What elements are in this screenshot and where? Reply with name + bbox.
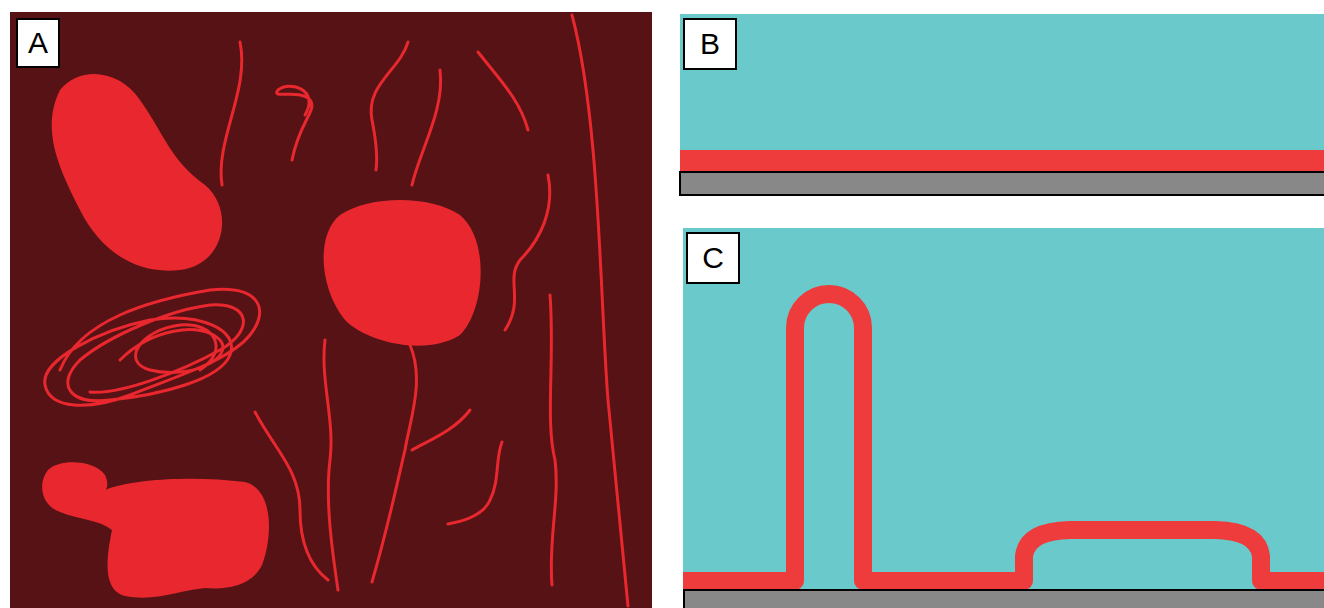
strand [277, 86, 312, 160]
panel-background [10, 12, 652, 608]
panel-label: A [28, 28, 48, 58]
strand [371, 42, 408, 170]
strand [221, 42, 242, 185]
strand [372, 345, 416, 582]
panel-background [680, 14, 1324, 196]
membrane [683, 294, 1324, 581]
strand [572, 15, 628, 606]
strand [324, 340, 338, 590]
tangled-strand [120, 325, 223, 373]
tangled-strand [45, 289, 260, 405]
panel-label-box: C [686, 232, 740, 284]
panel-label-box: B [683, 18, 737, 70]
strands [45, 15, 628, 606]
strand [412, 70, 441, 185]
blob [42, 462, 269, 597]
blobs [42, 74, 481, 598]
strand [505, 175, 550, 330]
strand [478, 52, 528, 130]
strand [448, 442, 502, 524]
strand [550, 295, 556, 585]
membrane [680, 150, 1324, 172]
substrate [680, 172, 1324, 195]
blob [52, 74, 222, 271]
panel-label-box: A [16, 18, 60, 68]
substrate [684, 590, 1324, 608]
panel-label: C [702, 243, 724, 273]
blob [324, 200, 481, 346]
panel-background [683, 228, 1324, 608]
strand [412, 410, 470, 450]
panel-label: B [700, 29, 720, 59]
strand [255, 412, 328, 580]
